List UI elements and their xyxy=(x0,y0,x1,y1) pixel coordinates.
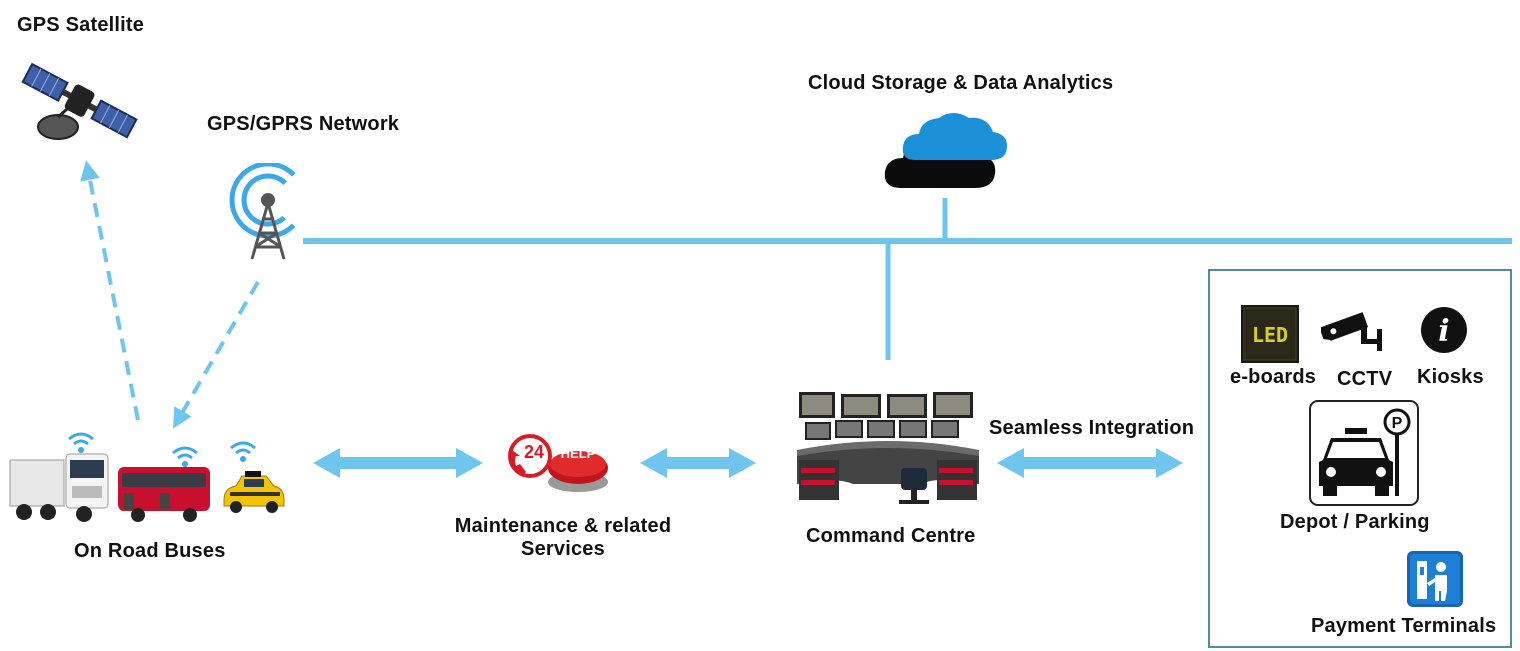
help-24-icon: HELP 24 xyxy=(508,434,608,492)
maintenance-label-line1: Maintenance & related xyxy=(454,515,672,537)
truck-icon xyxy=(9,453,109,522)
eboards-label: e-boards xyxy=(1230,366,1317,388)
satellite-icon xyxy=(21,62,138,140)
maintenance-label: Maintenance & related Services xyxy=(440,515,686,561)
svg-text:i: i xyxy=(1438,314,1449,349)
led-board-icon: LED xyxy=(1241,305,1299,363)
wifi-icon xyxy=(172,446,198,467)
cloud-icon xyxy=(884,113,1007,188)
maintenance-label-line2: Services xyxy=(521,538,605,560)
bus-icon xyxy=(118,467,210,522)
buses-maintenance-arrow xyxy=(313,448,483,478)
maintenance-command-arrow xyxy=(640,448,756,478)
svg-text:24: 24 xyxy=(524,442,544,462)
payment-terminals-label: Payment Terminals xyxy=(1311,615,1497,637)
network-dashed-link xyxy=(172,280,260,429)
on-road-buses-label: On Road Buses xyxy=(74,540,226,562)
gps-satellite-label: GPS Satellite xyxy=(17,14,145,36)
info-kiosk-icon: i xyxy=(1421,307,1467,353)
svg-text:P: P xyxy=(1392,415,1403,432)
command-integration-arrow xyxy=(997,448,1183,478)
cloud-label: Cloud Storage & Data Analytics xyxy=(808,72,1114,94)
command-centre-label: Command Centre xyxy=(806,525,976,547)
wifi-icon xyxy=(230,441,256,462)
wifi-icon xyxy=(68,432,94,453)
integration-panel xyxy=(1208,269,1512,648)
command-centre-icon xyxy=(797,392,979,504)
cctv-label: CCTV xyxy=(1337,368,1393,390)
depot-parking-label: Depot / Parking xyxy=(1280,511,1430,533)
cell-tower-icon xyxy=(229,163,307,260)
payment-terminal-icon xyxy=(1407,551,1463,607)
svg-text:LED: LED xyxy=(1252,323,1288,347)
gprs-network-label: GPS/GPRS Network xyxy=(207,113,400,135)
svg-text:HELP: HELP xyxy=(561,446,596,461)
cctv-camera-icon xyxy=(1321,312,1382,351)
kiosks-label: Kiosks xyxy=(1417,366,1484,388)
taxi-icon xyxy=(223,471,285,513)
parking-icon: P xyxy=(1309,400,1419,506)
satellite-dashed-link xyxy=(80,160,140,421)
seamless-integration-label: Seamless Integration xyxy=(989,417,1195,439)
